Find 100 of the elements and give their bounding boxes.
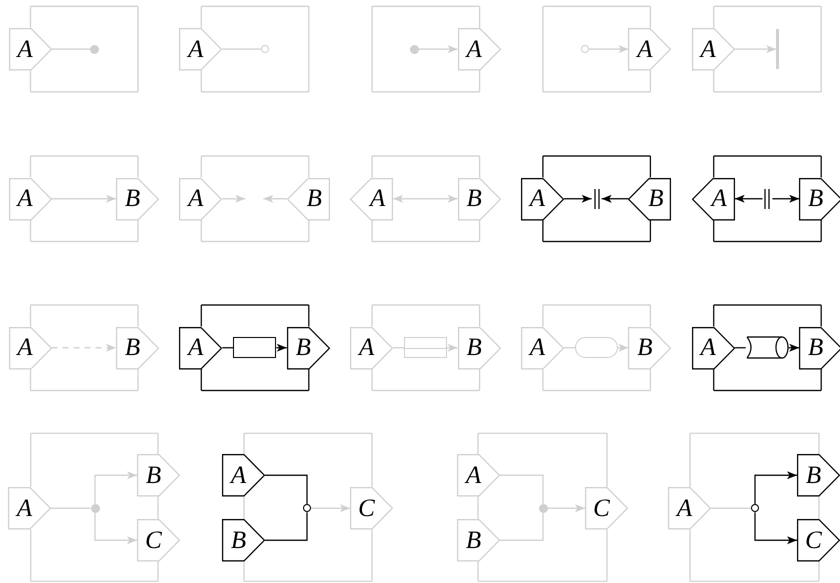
port-label: A xyxy=(637,36,653,62)
port-tag xyxy=(8,28,52,70)
port-tag xyxy=(628,178,672,220)
port-label: B xyxy=(808,335,824,360)
arrow xyxy=(548,504,585,512)
port-tag xyxy=(797,519,840,562)
connector-line xyxy=(393,347,404,348)
connector-line xyxy=(51,508,90,509)
port-label: C xyxy=(145,528,162,553)
double-tick-mark xyxy=(762,188,772,209)
cylinder-drawing xyxy=(746,337,789,358)
port-tag xyxy=(116,178,159,220)
port-label: A xyxy=(530,335,546,360)
arrow xyxy=(94,471,137,504)
port-label: B xyxy=(808,186,824,212)
port-label: B xyxy=(296,335,311,360)
arrow xyxy=(602,194,628,203)
process-rect xyxy=(233,337,276,358)
arrow xyxy=(311,504,350,512)
arrow xyxy=(754,512,797,544)
port-label: A xyxy=(700,36,716,62)
port-label: B xyxy=(466,186,482,212)
port-tag xyxy=(668,487,711,530)
port-tag xyxy=(286,178,330,220)
port-tag xyxy=(222,454,265,496)
arrow xyxy=(772,194,800,203)
port-tag xyxy=(116,326,159,369)
arrow xyxy=(734,45,776,54)
port-tag xyxy=(520,178,564,220)
arrow xyxy=(222,194,246,203)
port-label: A xyxy=(16,496,32,521)
port-tag xyxy=(8,326,52,369)
stop-bar xyxy=(776,29,780,70)
port-label: A xyxy=(370,186,386,212)
connector-line xyxy=(564,347,575,348)
port-tag xyxy=(799,326,840,369)
port-label: B xyxy=(146,462,162,488)
port-label: A xyxy=(17,335,33,360)
connector-line xyxy=(500,512,544,541)
port-tag xyxy=(692,178,735,220)
port-label: A xyxy=(17,186,33,212)
port-tag xyxy=(520,326,564,369)
port-label: C xyxy=(805,528,822,553)
port-tag xyxy=(692,326,735,369)
port-label: A xyxy=(230,462,246,488)
port-tag xyxy=(797,454,840,496)
port-tag xyxy=(8,178,52,220)
port-tag xyxy=(628,28,672,70)
connector-line xyxy=(222,347,234,348)
port-label: B xyxy=(466,528,482,553)
port-tag xyxy=(8,487,51,530)
port-label: A xyxy=(466,36,482,62)
junction-dot xyxy=(90,504,100,513)
junction-dot xyxy=(90,44,99,54)
connector-line xyxy=(734,347,746,348)
arrow xyxy=(393,194,458,203)
connector-line xyxy=(265,512,308,541)
arrow xyxy=(52,194,116,203)
open-circle xyxy=(261,45,270,54)
port-label: A xyxy=(700,335,716,360)
port-tag xyxy=(350,326,394,369)
arrow xyxy=(588,45,628,54)
port-label: B xyxy=(806,462,822,488)
connector-line xyxy=(52,48,90,50)
arrow xyxy=(618,344,628,352)
port-label: B xyxy=(230,528,246,553)
port-label: B xyxy=(306,186,322,212)
arrow xyxy=(734,194,762,203)
port-label: B xyxy=(124,335,140,360)
connector-line xyxy=(711,508,751,509)
port-tag xyxy=(457,519,500,562)
port-label: A xyxy=(530,186,546,212)
port-tag xyxy=(137,454,180,496)
port-label: A xyxy=(358,335,374,360)
port-label: B xyxy=(466,335,482,360)
connector-line xyxy=(500,474,544,504)
junction-dot xyxy=(538,504,548,513)
port-label: A xyxy=(188,335,204,360)
port-label: A xyxy=(676,496,692,521)
port-tag xyxy=(286,326,330,369)
junction-dot xyxy=(410,44,419,54)
open-circle xyxy=(751,504,759,512)
port-label: B xyxy=(648,186,664,212)
port-tag xyxy=(179,178,222,220)
open-circle xyxy=(580,45,589,54)
connector-line xyxy=(265,474,308,504)
arrow xyxy=(754,471,797,504)
double-tick-mark xyxy=(592,188,602,209)
port-tag xyxy=(692,28,735,70)
port-tag xyxy=(628,326,672,369)
arrow xyxy=(447,344,458,352)
port-tag xyxy=(350,178,394,220)
port-tag xyxy=(585,487,628,530)
rounded-rect xyxy=(574,337,618,358)
port-tag xyxy=(350,487,393,530)
port-tag xyxy=(458,178,501,220)
port-label: A xyxy=(188,186,204,212)
port-tag xyxy=(457,454,500,496)
port-tag xyxy=(799,178,840,220)
open-circle xyxy=(303,504,311,512)
